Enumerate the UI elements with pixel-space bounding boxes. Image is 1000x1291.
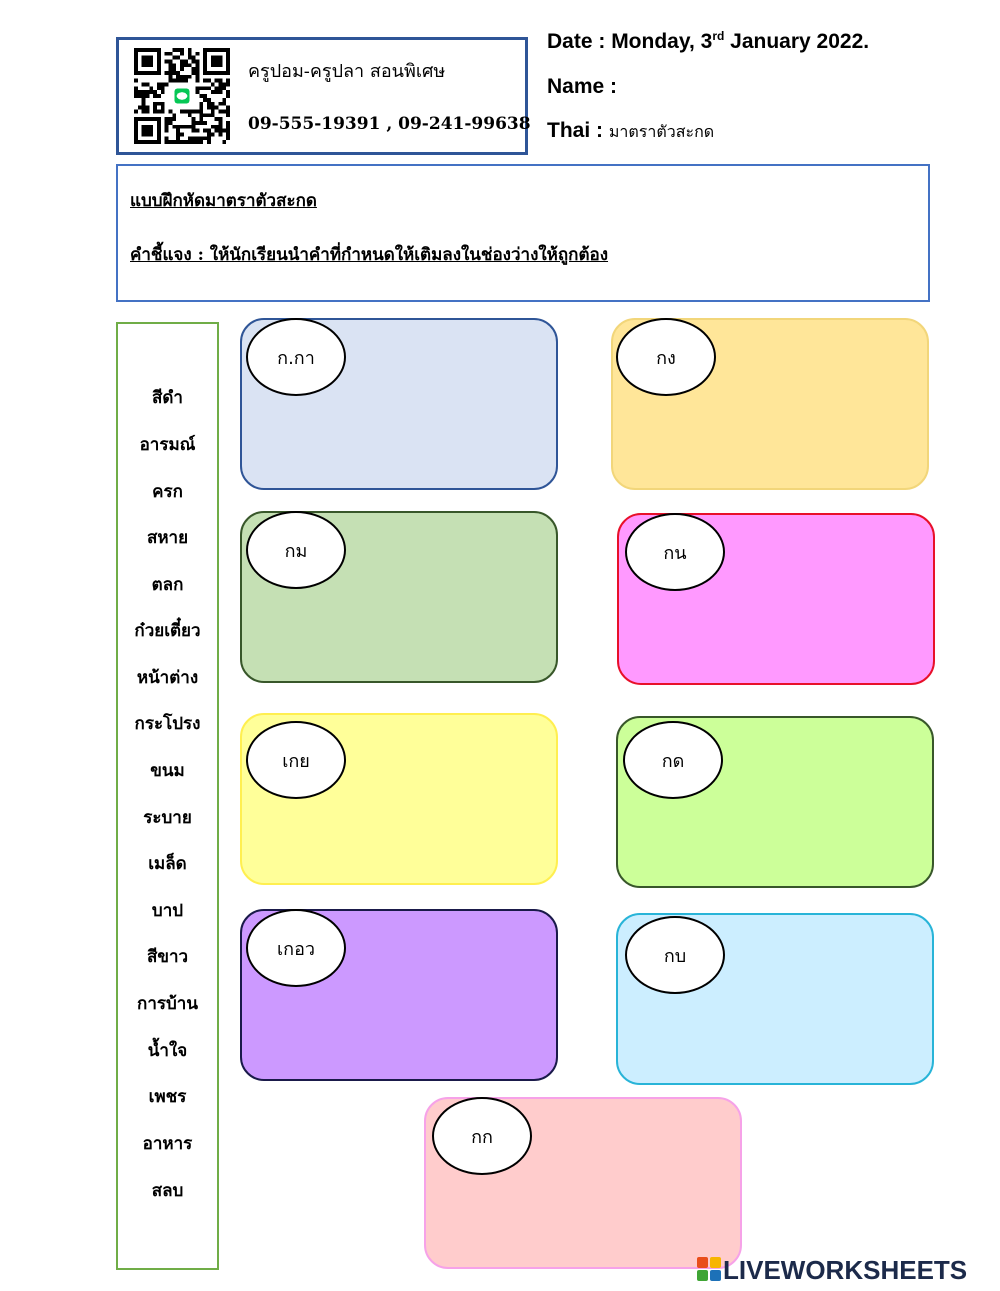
category-label: เกอว [246, 909, 346, 987]
category-label: กก [432, 1097, 532, 1175]
word-bank-item[interactable]: ครก [152, 482, 183, 502]
subject-line: Thai : มาตราตัวสะกด [547, 119, 714, 145]
category-label: กม [246, 511, 346, 589]
word-bank-item[interactable]: ระบาย [143, 808, 192, 828]
word-bank-item[interactable]: อาหาร [142, 1134, 193, 1154]
word-bank-item[interactable]: บาป [151, 901, 184, 921]
word-bank-item[interactable]: ก๋วยเตี๋ยว [134, 621, 201, 641]
category-label: กง [616, 318, 716, 396]
date-value: Monday, 3rd January 2022. [611, 29, 870, 53]
logo-squares-icon [697, 1257, 721, 1281]
word-bank-item[interactable]: ขนม [150, 761, 185, 781]
word-bank-item[interactable]: หน้าต่าง [136, 668, 199, 688]
word-bank-item[interactable]: สีขาว [146, 947, 189, 967]
word-bank-item[interactable]: เมล็ด [148, 854, 187, 874]
subject-label: Thai : [547, 119, 609, 142]
category-label: กน [625, 513, 725, 591]
qr-code-icon [134, 48, 230, 144]
subject-value: มาตราตัวสะกด [608, 122, 715, 141]
word-bank-item[interactable]: เพชร [148, 1087, 187, 1107]
category-label: กบ [625, 916, 725, 994]
word-bank-item[interactable]: น้ำใจ [147, 1041, 188, 1061]
word-bank-item[interactable]: อารมณ์ [139, 435, 196, 455]
liveworksheets-logo: LIVEWORKSHEETS [697, 1255, 993, 1285]
worksheet-title: แบบฝึกหัดมาตราตัวสะกด [130, 191, 317, 211]
word-bank-item[interactable]: ตลก [151, 575, 184, 595]
category-label: ก.กา [246, 318, 346, 396]
word-bank [116, 322, 219, 1270]
worksheet-direction: คำชี้แจง : ให้นักเรียนนำคำที่กำหนดให้เติ… [130, 245, 609, 265]
instructions-box [116, 164, 930, 302]
category-label: เกย [246, 721, 346, 799]
word-bank-item[interactable]: การบ้าน [137, 994, 198, 1014]
word-bank-item[interactable]: สีดำ [152, 388, 183, 408]
date-label: Date : [547, 30, 612, 53]
word-bank-item[interactable]: กระโปรง [134, 714, 201, 734]
date-line: Date : Monday, 3rd January 2022. [547, 29, 869, 54]
name-label: Name : [547, 75, 618, 98]
teacher-phone: 09-555-19391 , 09-241-99638 [248, 114, 531, 134]
word-bank-item[interactable]: สลบ [151, 1181, 184, 1201]
word-bank-item[interactable]: สหาย [146, 528, 189, 548]
header-box [116, 37, 528, 155]
category-label: กด [623, 721, 723, 799]
logo-text: LIVEWORKSHEETS [723, 1255, 968, 1285]
teacher-name: ครูปอม-ครูปลา สอนพิเศษ [248, 61, 446, 82]
